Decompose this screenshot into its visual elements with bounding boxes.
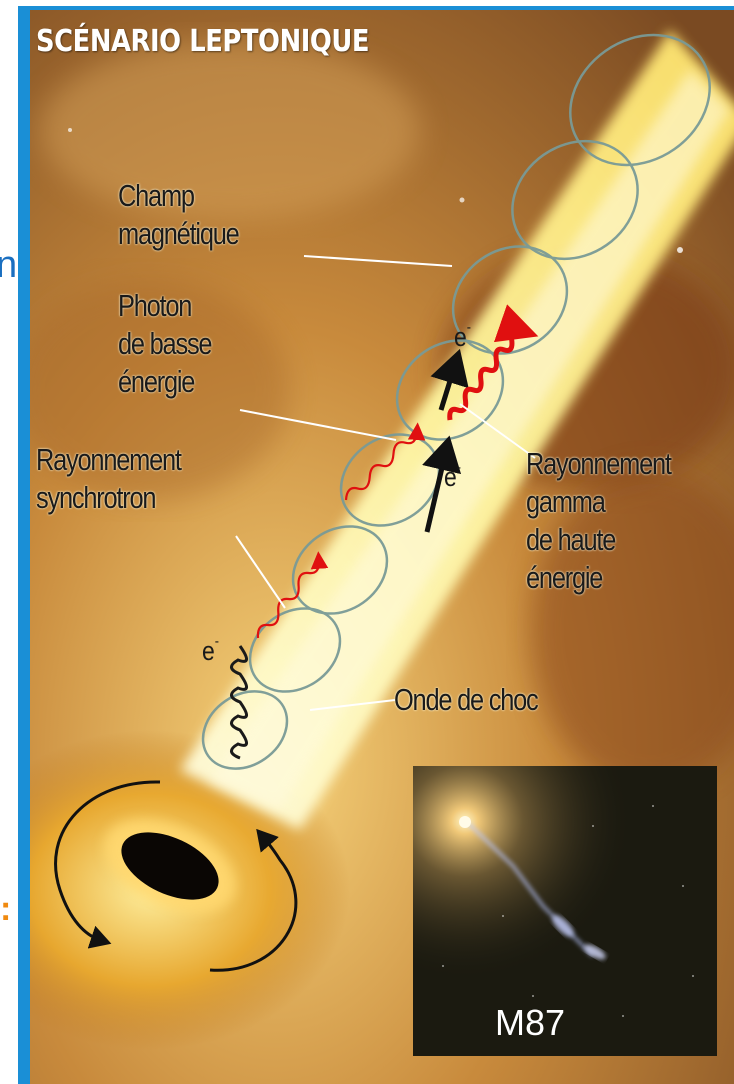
electron-label-upper: e- <box>454 322 471 353</box>
label-sync-line1: Rayonnement <box>36 442 181 478</box>
leptonic-scenario-diagram: SCÉNARIO LEPTONIQUE Champ magnétique Pho… <box>30 10 734 1084</box>
left-cut-glyph-n: n <box>0 244 17 287</box>
diagram-title: SCÉNARIO LEPTONIQUE <box>36 24 369 59</box>
label-gamma-line3: de haute <box>526 522 615 558</box>
label-gamma-line4: énergie <box>526 560 602 596</box>
label-champ-line2: magnétique <box>118 216 239 252</box>
label-champ-line1: Champ <box>118 178 194 214</box>
left-cut-glyph-colon: : <box>0 890 11 929</box>
label-photon-line3: énergie <box>118 364 194 400</box>
m87-inset-photo: M87 <box>413 766 717 1056</box>
figure-frame: SCÉNARIO LEPTONIQUE Champ magnétique Pho… <box>18 6 734 1084</box>
m87-label: M87 <box>495 1002 565 1044</box>
electron-label-lower: e- <box>202 636 219 667</box>
label-photon-line2: de basse <box>118 326 211 362</box>
label-gamma-line1: Rayonnement <box>526 446 671 482</box>
electron-label-middle: e- <box>444 462 461 493</box>
label-shock-wave: Onde de choc <box>394 682 538 718</box>
label-sync-line2: synchrotron <box>36 480 155 516</box>
label-photon-line1: Photon <box>118 288 191 324</box>
label-gamma-line2: gamma <box>526 484 605 520</box>
